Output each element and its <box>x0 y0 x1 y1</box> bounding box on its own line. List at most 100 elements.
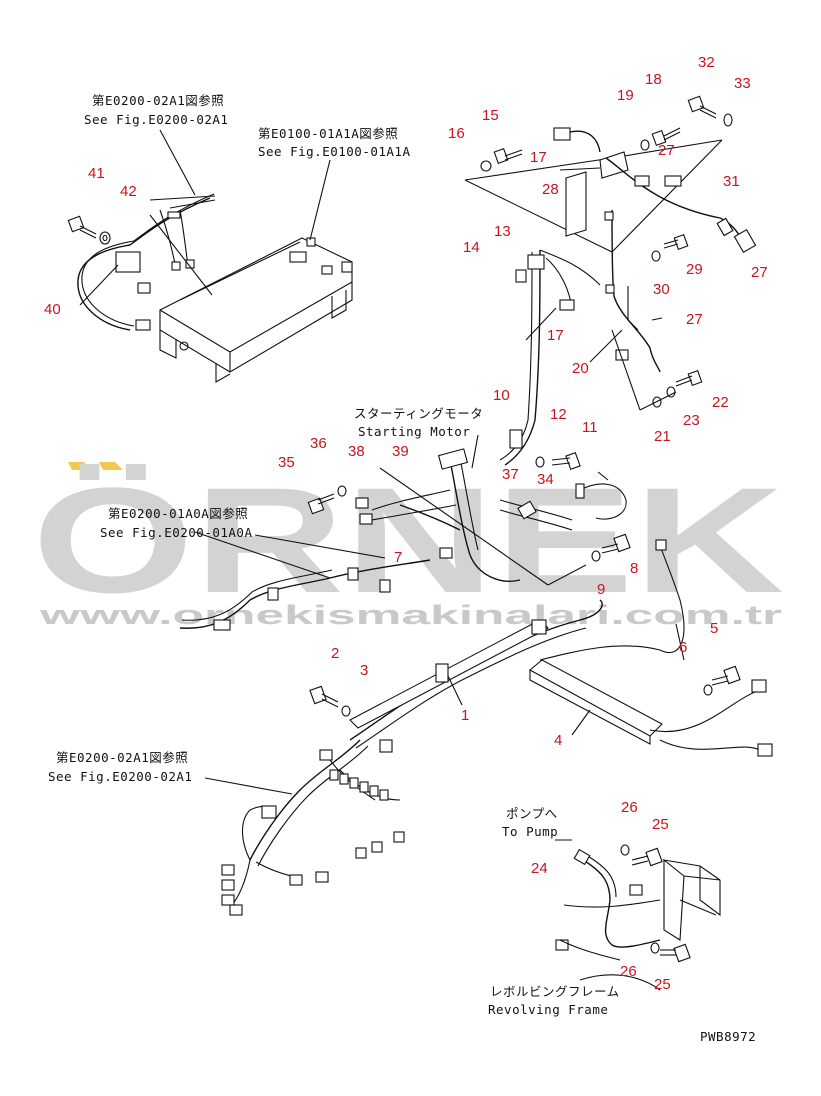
harness-7 <box>179 467 587 631</box>
callout-12: 12 <box>550 406 567 423</box>
ref-starting-motor-jp: スターティングモータ <box>354 406 483 421</box>
watermark-accent-marks <box>68 462 123 470</box>
callout-27c: 27 <box>686 311 703 328</box>
bolt-5 <box>703 665 741 696</box>
ref-fig-01a1a-en: See Fig.E0100-01A1A <box>258 144 411 159</box>
bolt-11 <box>551 452 581 470</box>
callout-15: 15 <box>482 107 499 124</box>
callout-25b: 25 <box>654 976 671 993</box>
callout-26a: 26 <box>621 799 638 816</box>
callout-22: 22 <box>712 394 729 411</box>
washer-16 <box>480 160 492 172</box>
callout-numbers: 1 2 3 4 5 6 7 8 9 10 11 12 13 14 15 16 1… <box>44 54 768 993</box>
bolt-2 <box>309 685 339 708</box>
callout-20: 20 <box>572 360 589 377</box>
callout-7: 7 <box>394 549 402 566</box>
callout-17b: 17 <box>547 327 564 344</box>
washer-12 <box>535 456 545 468</box>
console-bracket-assembly <box>159 237 353 383</box>
callout-3: 3 <box>360 662 368 679</box>
callout-42: 42 <box>120 183 137 200</box>
ref-fig-01a1a-jp: 第E0100-01A1A図参照 <box>258 126 398 141</box>
ref-fig-02a1-top-jp: 第E0200-02A1図参照 <box>92 93 224 108</box>
callout-35: 35 <box>278 454 295 471</box>
callout-17a: 17 <box>530 149 547 166</box>
callout-23: 23 <box>683 412 700 429</box>
callout-2: 2 <box>331 645 339 662</box>
washer-26-upper <box>620 844 630 856</box>
washer-19 <box>640 139 650 151</box>
callout-5: 5 <box>710 620 718 637</box>
callout-19: 19 <box>617 87 634 104</box>
watermark: ÖRNEK www.ornekismakinalari.com.tr <box>32 456 784 630</box>
watermark-url: www.ornekismakinalari.com.tr <box>38 600 783 630</box>
harness-13 <box>499 249 601 466</box>
bolt-32 <box>687 95 717 119</box>
ref-starting-motor-en: Starting Motor <box>358 424 470 439</box>
starting-motor-area <box>499 483 627 531</box>
ref-to-pump-jp: ポンプへ <box>506 806 558 821</box>
drawing-code: PWB8972 <box>700 1029 756 1044</box>
callout-8: 8 <box>630 560 638 577</box>
washer-42 <box>99 231 111 245</box>
callout-41: 41 <box>88 165 105 182</box>
bolt-41 <box>67 215 97 239</box>
reference-notes: 第E0200-02A1図参照 See Fig.E0200-02A1 第E0100… <box>48 93 756 1044</box>
washer-30 <box>651 250 661 262</box>
callout-24: 24 <box>531 860 548 877</box>
terminal-block <box>329 769 389 801</box>
callout-21: 21 <box>654 428 671 445</box>
callout-13: 13 <box>494 223 511 240</box>
washer-21 <box>652 396 662 408</box>
washer-33 <box>723 113 733 127</box>
callout-30: 30 <box>653 281 670 298</box>
ref-revolving-frame-jp: レボルビングフレーム <box>490 984 620 999</box>
ref-fig-01a0a-jp: 第E0200-01A0A図参照 <box>108 506 248 521</box>
bolt-15 <box>493 147 523 165</box>
bolt-22 <box>675 369 703 387</box>
washer-9 <box>591 550 601 562</box>
callout-31: 31 <box>723 173 740 190</box>
harness-40 <box>77 193 216 331</box>
callout-9: 9 <box>597 581 605 598</box>
callout-10: 10 <box>493 387 510 404</box>
callout-26b: 26 <box>620 963 637 980</box>
callout-27b: 27 <box>751 264 768 281</box>
washer-36 <box>337 485 347 497</box>
bolt-29 <box>663 233 689 251</box>
callout-38: 38 <box>348 443 365 460</box>
watermark-brand: ÖRNEK <box>32 456 784 624</box>
callout-1: 1 <box>461 707 469 724</box>
callout-37: 37 <box>502 466 519 483</box>
callout-32: 32 <box>698 54 715 71</box>
callout-33: 33 <box>734 75 751 92</box>
callout-29: 29 <box>686 261 703 278</box>
callout-16: 16 <box>448 125 465 142</box>
nut-14 <box>515 269 527 283</box>
callout-28: 28 <box>542 181 559 198</box>
cover-4 <box>529 539 773 757</box>
callout-39: 39 <box>392 443 409 460</box>
leader-lines <box>79 129 685 841</box>
callout-34: 34 <box>537 471 554 488</box>
bolt-25-lower <box>660 943 691 963</box>
bolt-18 <box>651 127 681 147</box>
callout-6: 6 <box>679 639 687 656</box>
ref-fig-02a1-bottom-en: See Fig.E0200-02A1 <box>48 769 192 784</box>
bolt-8 <box>601 533 631 554</box>
washer-23 <box>666 386 676 398</box>
callout-4: 4 <box>554 732 562 749</box>
lower-left-harness-bundle <box>221 739 405 916</box>
ref-revolving-frame-en: Revolving Frame <box>488 1002 608 1017</box>
upper-right-bracket-assembly <box>464 127 757 411</box>
washer-3 <box>341 705 351 717</box>
ground-cable-24 <box>555 848 721 991</box>
callout-25a: 25 <box>652 816 669 833</box>
harness-1 <box>349 599 603 749</box>
ref-fig-01a0a-en: See Fig.E0200-01A0A <box>100 525 253 540</box>
callout-11: 11 <box>582 419 598 436</box>
ref-fig-02a1-top-en: See Fig.E0200-02A1 <box>84 112 228 127</box>
ref-fig-02a1-bottom-jp: 第E0200-02A1図参照 <box>56 750 188 765</box>
harness-39 <box>355 448 521 582</box>
